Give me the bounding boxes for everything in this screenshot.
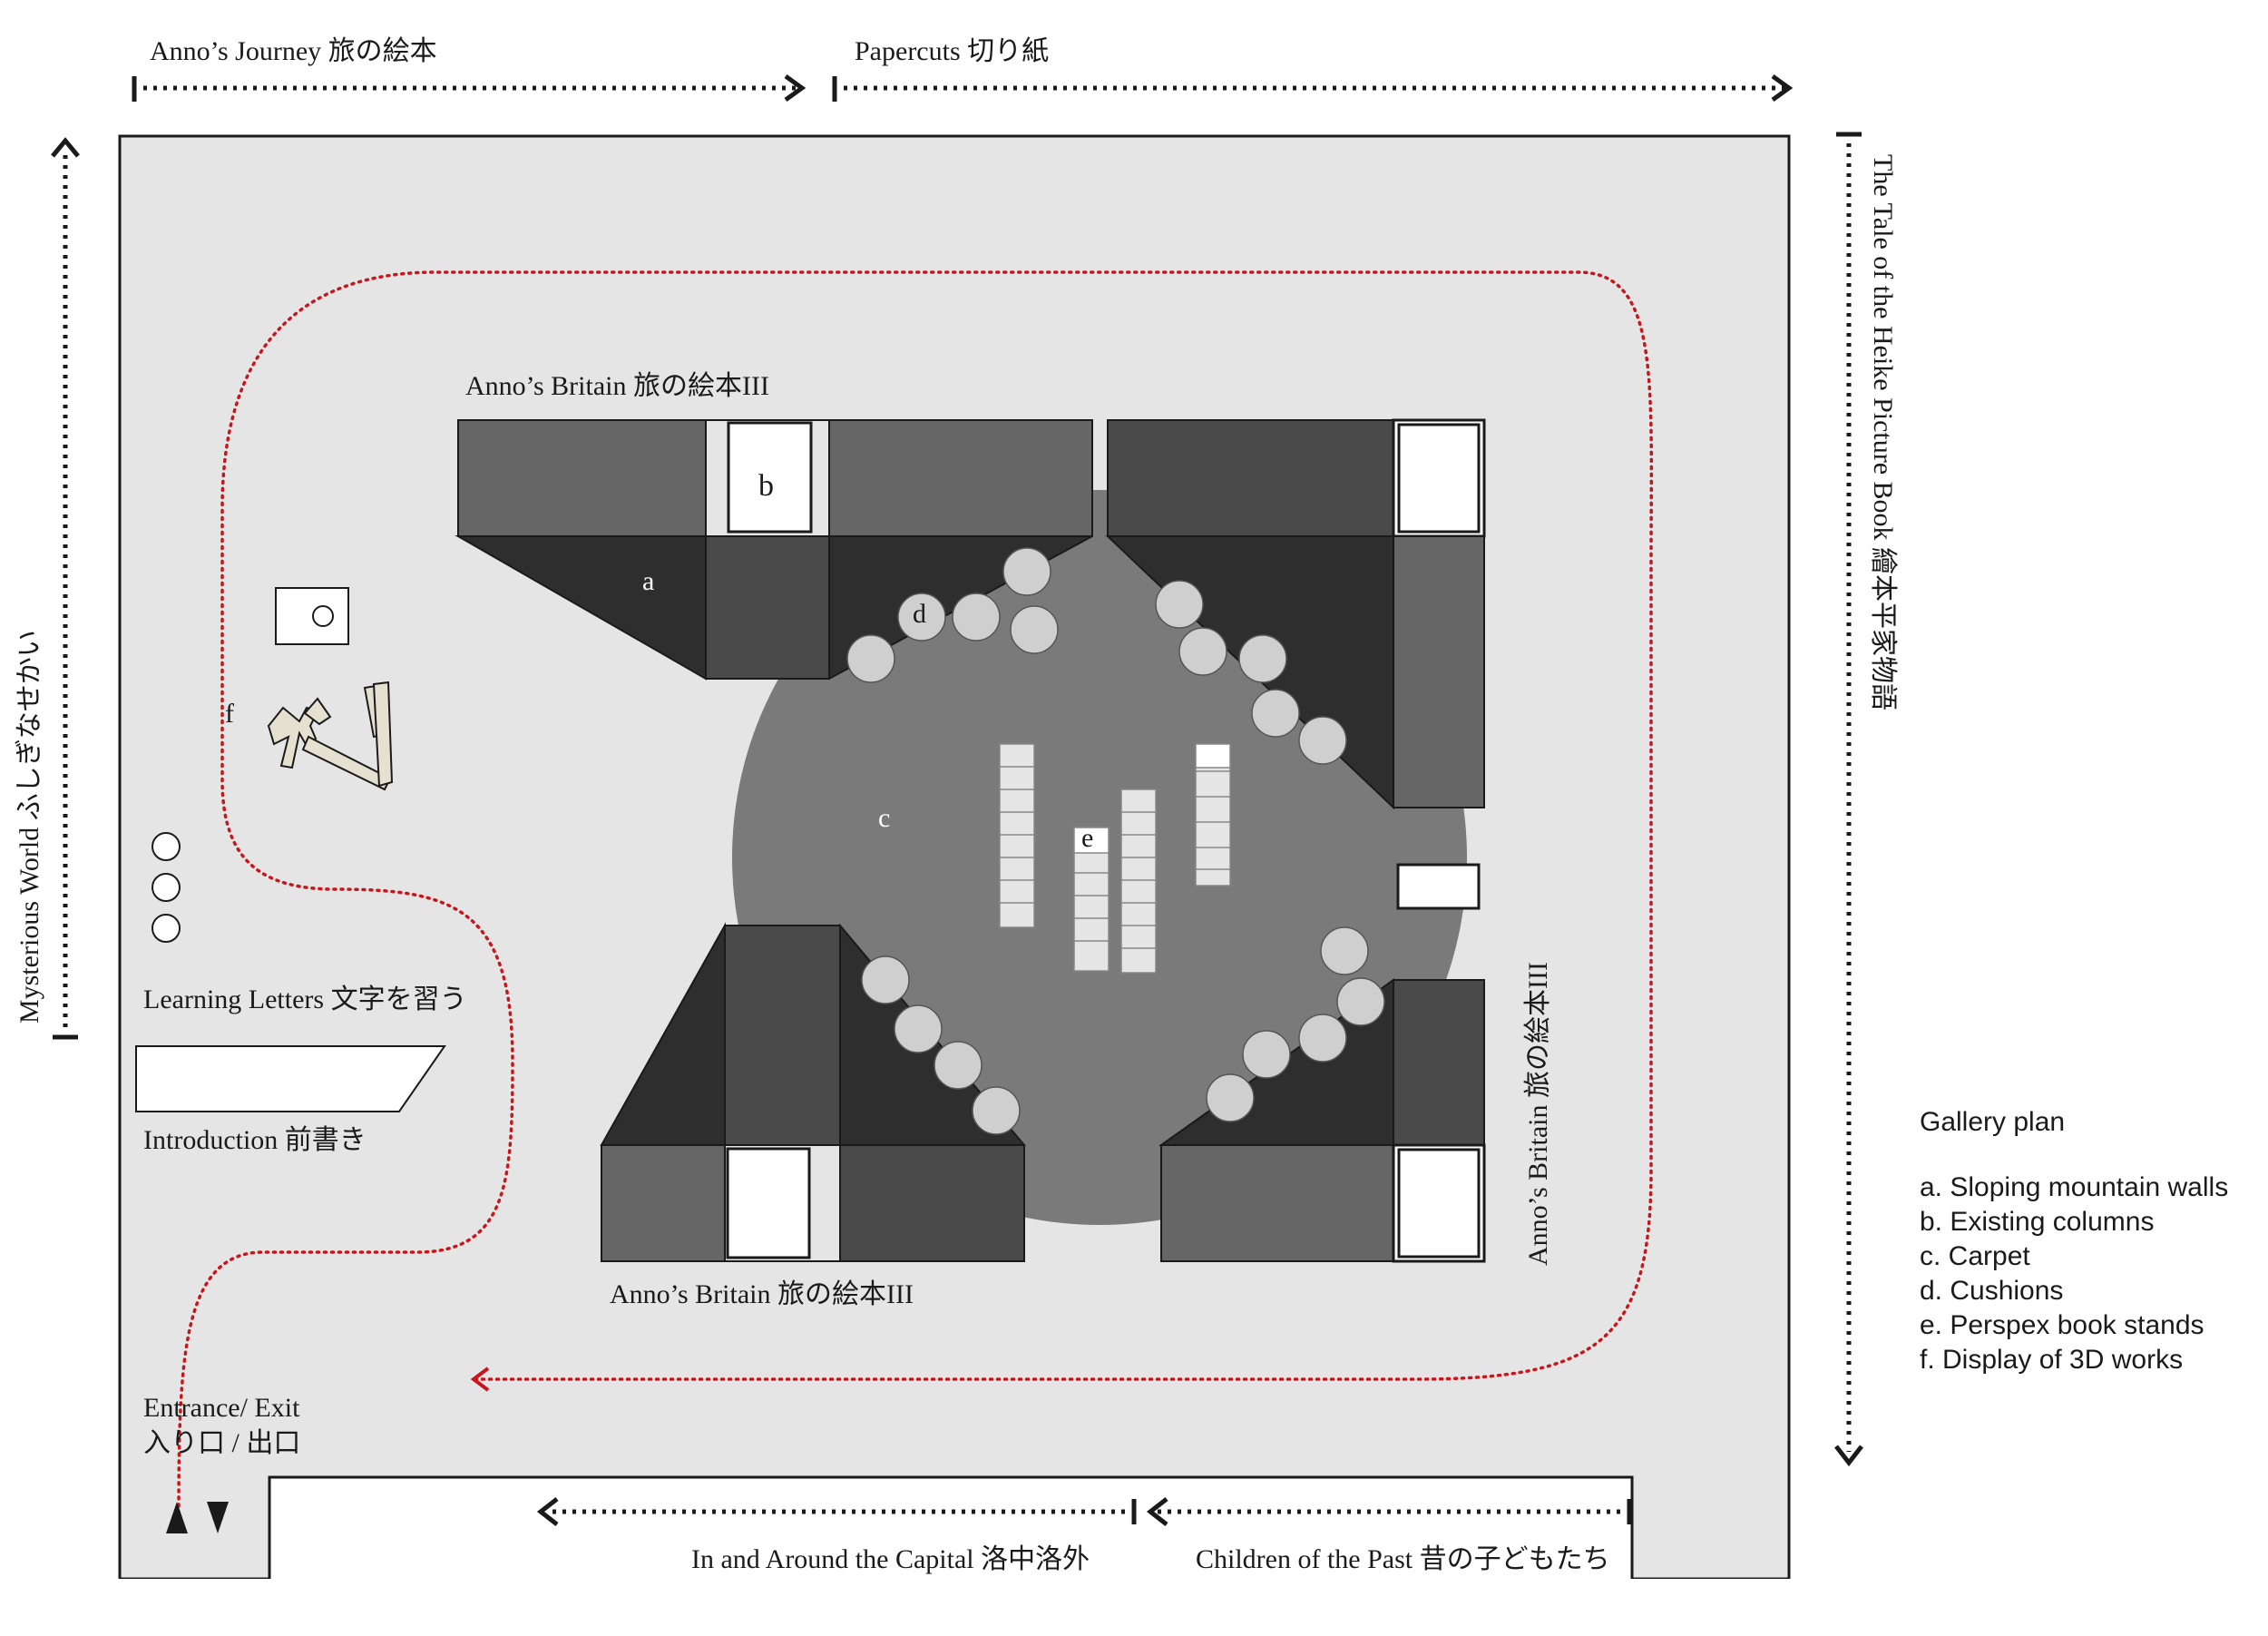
arrow-left-icon <box>470 1367 490 1392</box>
stool <box>152 914 181 943</box>
route-label-right: The Tale of the Heike Picture Book 繪本平家物… <box>1868 154 1898 710</box>
route-line-left <box>51 137 80 1040</box>
legend-title: Gallery plan <box>1920 1107 2065 1137</box>
cushion <box>897 593 946 642</box>
cushion <box>1336 977 1385 1026</box>
lower-wall <box>268 1475 1634 1588</box>
route-line-top-left <box>132 73 807 103</box>
cushion <box>1242 1030 1291 1079</box>
existing-column-b <box>727 421 813 534</box>
area-label-entrance-line1: Entrance/ Exit <box>143 1393 300 1423</box>
stool <box>152 873 181 902</box>
area-label-introduction: Introduction 前書き <box>143 1125 367 1155</box>
marker-b: b <box>758 469 774 503</box>
introduction-panel <box>135 1045 446 1112</box>
route-line-bottom-right <box>1146 1497 1632 1526</box>
cushion <box>952 593 1001 642</box>
cushion <box>1178 627 1227 676</box>
legend-item: c. Carpet <box>1920 1241 2030 1271</box>
area-label-britain-right: Anno’s Britain 旅の絵本III <box>1523 962 1553 1266</box>
marker-f: f <box>225 699 234 729</box>
route-label-bottom-left: In and Around the Capital 洛中洛外 <box>691 1544 1090 1574</box>
route-line-top-right <box>832 73 1794 103</box>
book-stand <box>1120 789 1157 974</box>
route-label-top-right: Papercuts 切り紙 <box>855 36 1049 66</box>
cushion <box>1155 580 1204 629</box>
marker-a: a <box>642 566 654 596</box>
book-stands <box>999 743 1231 974</box>
cushion <box>934 1041 982 1090</box>
marker-d: d <box>913 599 926 629</box>
route-label-left: Mysterious World ふしぎなせかい <box>15 630 44 1024</box>
area-label-britain-bottom: Anno’s Britain 旅の絵本III <box>610 1279 914 1309</box>
cushion <box>1002 547 1051 596</box>
cushion <box>1298 1014 1347 1063</box>
cushion <box>1010 605 1059 654</box>
area-label-britain-top: Anno’s Britain 旅の絵本III <box>465 371 769 401</box>
area-label-entrance-line2: 入り口 / 出口 <box>143 1428 300 1458</box>
letter-sculpture <box>267 681 394 791</box>
legend-item: f. Display of 3D works <box>1920 1345 2183 1375</box>
cushion <box>1238 634 1287 683</box>
display-3d-works <box>152 587 394 943</box>
cushion <box>972 1086 1021 1135</box>
legend-item: e. Perspex book stands <box>1920 1310 2204 1340</box>
page-bottom-mask <box>0 1579 2268 1636</box>
marker-c: c <box>878 803 890 833</box>
cushion <box>1206 1073 1255 1122</box>
cushion <box>1320 926 1369 975</box>
visitor-route <box>177 270 1654 1523</box>
legend-item: d. Cushions <box>1920 1276 2063 1306</box>
cushion <box>1251 689 1300 738</box>
display-panel-right <box>1396 863 1481 910</box>
book-stand <box>999 743 1035 928</box>
arrow-down-icon <box>207 1502 229 1533</box>
stool <box>152 832 181 861</box>
marker-e: e <box>1081 823 1093 853</box>
route-line-right <box>1834 132 1863 1467</box>
cushion <box>861 955 910 1004</box>
arrow-up-icon <box>166 1502 188 1533</box>
area-label-learning-letters: Learning Letters 文字を習う <box>143 985 467 1014</box>
cushion <box>846 634 895 683</box>
cushion <box>1298 716 1347 765</box>
route-label-top-left: Anno’s Journey 旅の絵本 <box>150 36 437 66</box>
legend-item: b. Existing columns <box>1920 1207 2154 1237</box>
route-line-bottom-left <box>536 1497 1137 1526</box>
legend-item: a. Sloping mountain walls <box>1920 1172 2228 1202</box>
route-label-bottom-right: Children of the Past 昔の子どもたち <box>1196 1544 1610 1574</box>
legend: Gallery plan a. Sloping mountain walls b… <box>1920 1107 2228 1375</box>
cushion <box>894 1004 943 1053</box>
cushions <box>846 547 1385 1135</box>
